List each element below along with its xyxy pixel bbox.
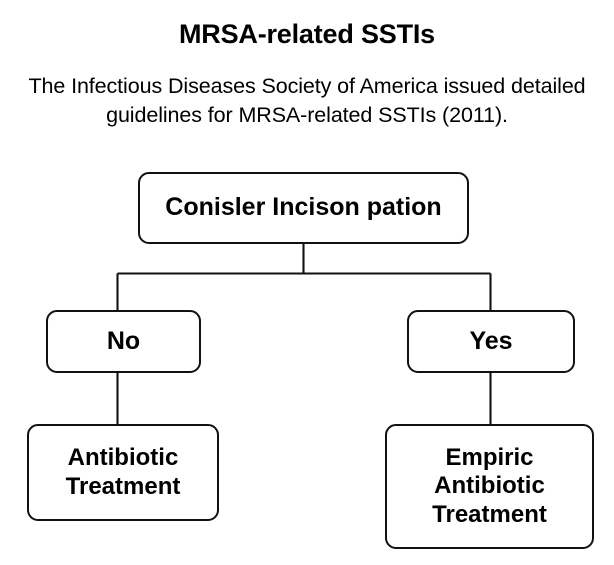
flow-node-antibiotic-treatment-label: Antibiotic Treatment (65, 444, 181, 500)
flow-node-no-label: No (106, 326, 141, 355)
flow-node-no[interactable]: No (46, 310, 201, 373)
flow-node-yes-label: Yes (469, 326, 513, 355)
flow-node-empiric-antibiotic-treatment[interactable]: Empiric Antibiotic Treatment (385, 424, 594, 549)
page-subtitle: The Infectious Diseases Society of Ameri… (28, 74, 586, 127)
flow-node-antibiotic-treatment[interactable]: Antibiotic Treatment (27, 424, 219, 521)
flow-node-root[interactable]: Conisler Incison pation (138, 172, 469, 244)
page-title: MRSA-related SSTIs (179, 19, 435, 49)
flow-node-yes[interactable]: Yes (407, 310, 575, 373)
flow-node-empiric-antibiotic-treatment-label: Empiric Antibiotic Treatment (432, 444, 547, 528)
flow-node-root-label: Conisler Incison pation (165, 193, 442, 222)
